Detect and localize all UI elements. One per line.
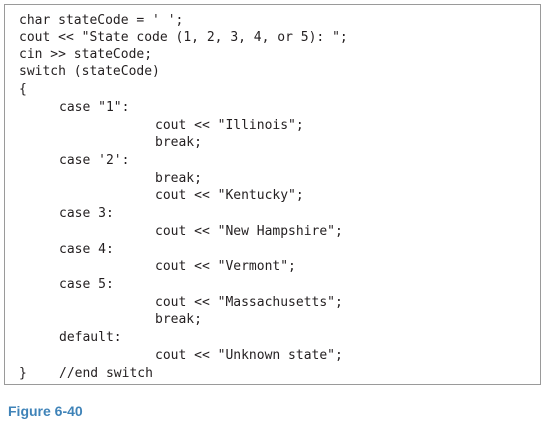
code-line: default: bbox=[59, 330, 122, 345]
code-line: case 4: bbox=[59, 242, 114, 257]
code-line: case 3: bbox=[59, 206, 114, 221]
code-line: cout << "Vermont"; bbox=[155, 259, 296, 274]
code-line: switch (stateCode) bbox=[19, 64, 160, 79]
code-line: cout << "Unknown state"; bbox=[155, 348, 343, 363]
code-line: break; bbox=[155, 312, 202, 327]
code-line: case 5: bbox=[59, 277, 114, 292]
code-line: cout << "Illinois"; bbox=[155, 118, 304, 133]
code-line: case '2': bbox=[59, 153, 130, 168]
code-line: cin >> stateCode; bbox=[19, 47, 153, 62]
code-line: } bbox=[19, 366, 27, 381]
code-line: cout << "Kentucky"; bbox=[155, 188, 304, 203]
code-listing-box: char stateCode = ' '; cout << "State cod… bbox=[4, 4, 541, 385]
code-line: cout << "New Hampshire"; bbox=[155, 224, 343, 239]
code-line: cout << "State code (1, 2, 3, 4, or 5): … bbox=[19, 30, 348, 45]
code-line: break; bbox=[155, 171, 202, 186]
code-line: break; bbox=[155, 135, 202, 150]
code-line: { bbox=[19, 82, 27, 97]
figure-caption: Figure 6-40 bbox=[8, 403, 83, 419]
code-line: case "1": bbox=[59, 100, 130, 115]
code-line: cout << "Massachusetts"; bbox=[155, 295, 343, 310]
code-line: char stateCode = ' '; bbox=[19, 13, 184, 28]
code-line: //end switch bbox=[59, 366, 153, 381]
